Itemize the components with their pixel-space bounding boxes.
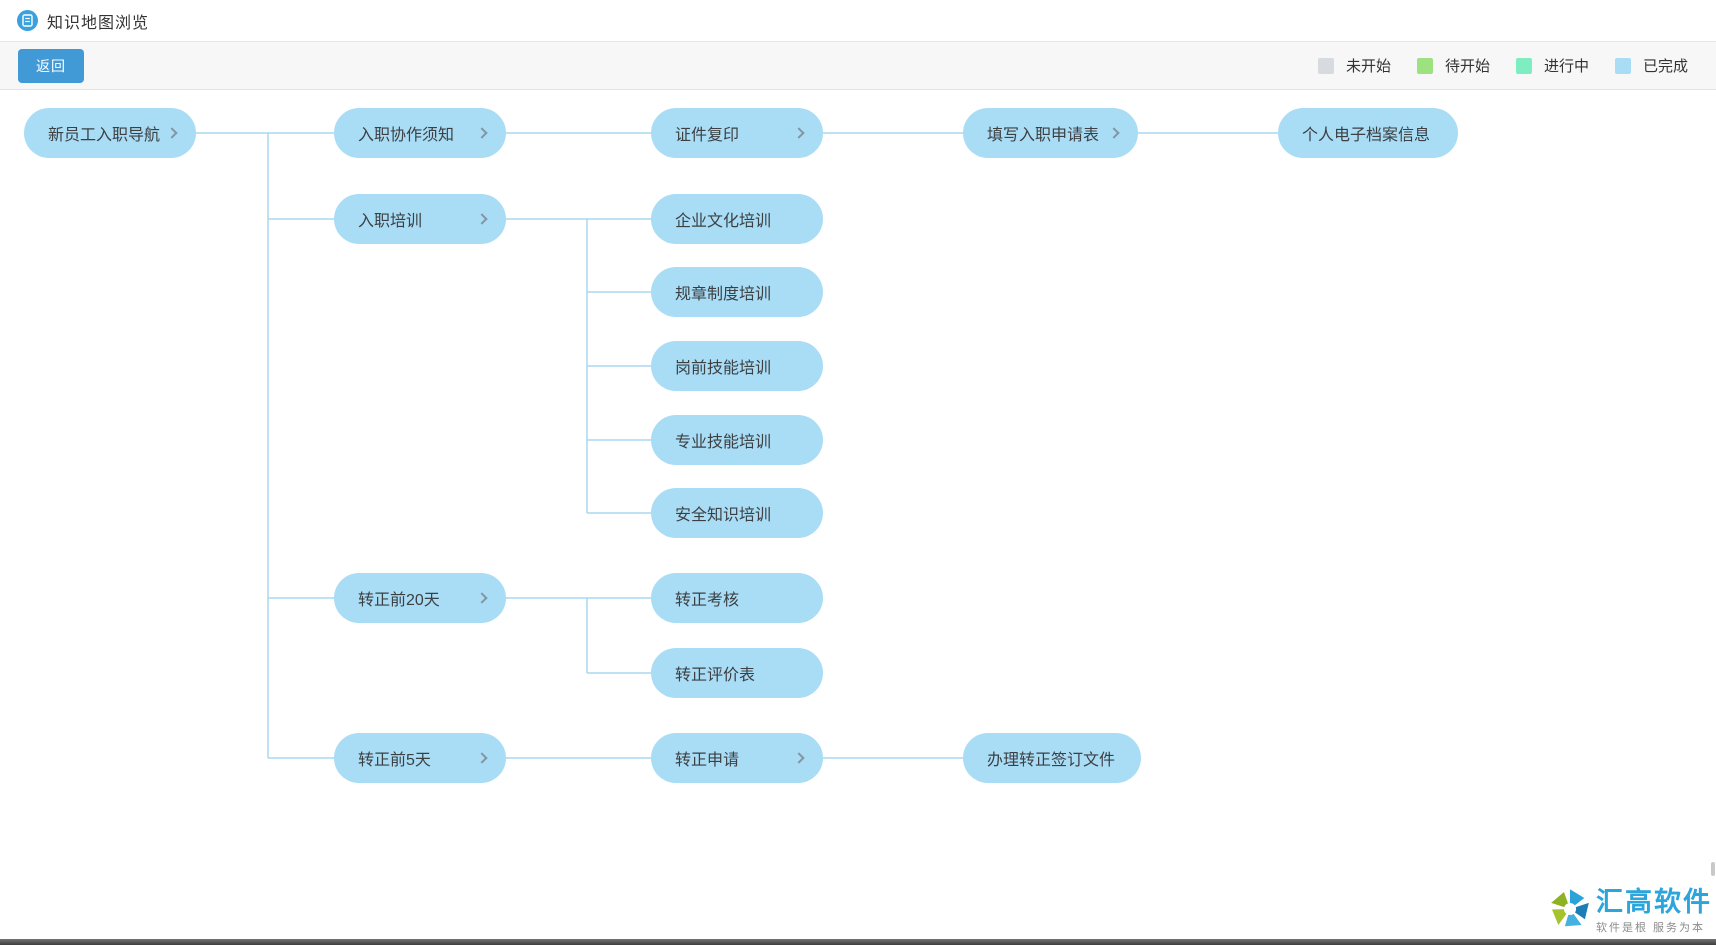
scrollbar-thumb[interactable]: [1711, 862, 1715, 876]
map-node-proskill-training[interactable]: 专业技能培训: [651, 415, 823, 465]
map-node-rules-training[interactable]: 规章制度培训: [651, 267, 823, 317]
node-label: 新员工入职导航: [48, 127, 161, 144]
node-label: 转正申请: [675, 752, 740, 769]
node-label: 入职协作须知: [358, 127, 455, 144]
map-node-e-archive[interactable]: 个人电子档案信息: [1278, 108, 1458, 158]
map-node-before5days[interactable]: 转正前5天: [334, 733, 506, 783]
chevron-right-icon: [1108, 127, 1120, 139]
back-button[interactable]: 返回: [18, 48, 84, 83]
node-label: 规章制度培训: [675, 286, 772, 303]
node-label: 填写入职申请表: [987, 127, 1100, 144]
chevron-right-icon: [476, 752, 488, 764]
app-header: 知识地图浏览: [0, 0, 1716, 42]
chevron-right-icon: [476, 213, 488, 225]
map-node-reg-sign-docs[interactable]: 办理转正签订文件: [963, 733, 1141, 783]
map-node-culture-training[interactable]: 企业文化培训: [651, 194, 823, 244]
legend-item-0: 未开始: [1317, 55, 1391, 76]
chevron-right-icon: [166, 127, 178, 139]
map-node-onboarding-notice[interactable]: 入职协作须知: [334, 108, 506, 158]
map-node-before20days[interactable]: 转正前20天: [334, 573, 506, 623]
legend-item-3: 已完成: [1614, 55, 1688, 76]
legend-swatch: [1416, 57, 1433, 74]
node-label: 入职培训: [358, 213, 423, 230]
map-node-safety-training[interactable]: 安全知识培训: [651, 488, 823, 538]
chevron-right-icon: [793, 127, 805, 139]
status-legend: 未开始 待开始 进行中 已完成: [1317, 55, 1688, 76]
legend-label: 进行中: [1543, 58, 1589, 75]
node-label: 证件复印: [675, 127, 740, 144]
map-node-reg-eval-form[interactable]: 转正评价表: [651, 648, 823, 698]
map-node-entry-form[interactable]: 填写入职申请表: [963, 108, 1138, 158]
legend-item-2: 进行中: [1515, 55, 1589, 76]
bottom-window-edge: [0, 939, 1716, 945]
node-label: 转正前5天: [358, 752, 431, 769]
map-node-reg-exam[interactable]: 转正考核: [651, 573, 823, 623]
node-label: 岗前技能培训: [675, 360, 772, 377]
legend-label: 已完成: [1642, 58, 1688, 75]
legend-swatch: [1515, 57, 1532, 74]
node-label: 专业技能培训: [675, 434, 772, 451]
node-label: 转正前20天: [358, 592, 440, 609]
map-book-icon: [17, 10, 38, 31]
legend-swatch: [1317, 57, 1334, 74]
toolbar: 返回 未开始 待开始 进行中 已完成: [0, 42, 1716, 90]
node-label: 办理转正签订文件: [987, 752, 1116, 769]
pinwheel-logo-icon: [1548, 887, 1592, 936]
chevron-right-icon: [476, 592, 488, 604]
legend-label: 未开始: [1345, 58, 1391, 75]
page-title: 知识地图浏览: [47, 14, 150, 32]
node-label: 企业文化培训: [675, 213, 772, 230]
vendor-logo: 汇高软件 软件是根 服务为本: [1548, 887, 1712, 936]
logo-text: 汇高软件: [1596, 886, 1712, 917]
chevron-right-icon: [476, 127, 488, 139]
map-node-entry-training[interactable]: 入职培训: [334, 194, 506, 244]
map-node-root[interactable]: 新员工入职导航: [24, 108, 196, 158]
node-label: 个人电子档案信息: [1302, 127, 1431, 144]
legend-item-1: 待开始: [1416, 55, 1490, 76]
legend-swatch: [1614, 57, 1631, 74]
map-node-id-copy[interactable]: 证件复印: [651, 108, 823, 158]
logo-tagline: 软件是根 服务为本: [1596, 921, 1706, 934]
legend-label: 待开始: [1444, 58, 1490, 75]
node-label: 转正考核: [675, 592, 740, 609]
chevron-right-icon: [793, 752, 805, 764]
node-label: 转正评价表: [675, 667, 756, 684]
node-label: 安全知识培训: [675, 507, 772, 524]
map-node-reg-apply[interactable]: 转正申请: [651, 733, 823, 783]
map-node-preskill-training[interactable]: 岗前技能培训: [651, 341, 823, 391]
